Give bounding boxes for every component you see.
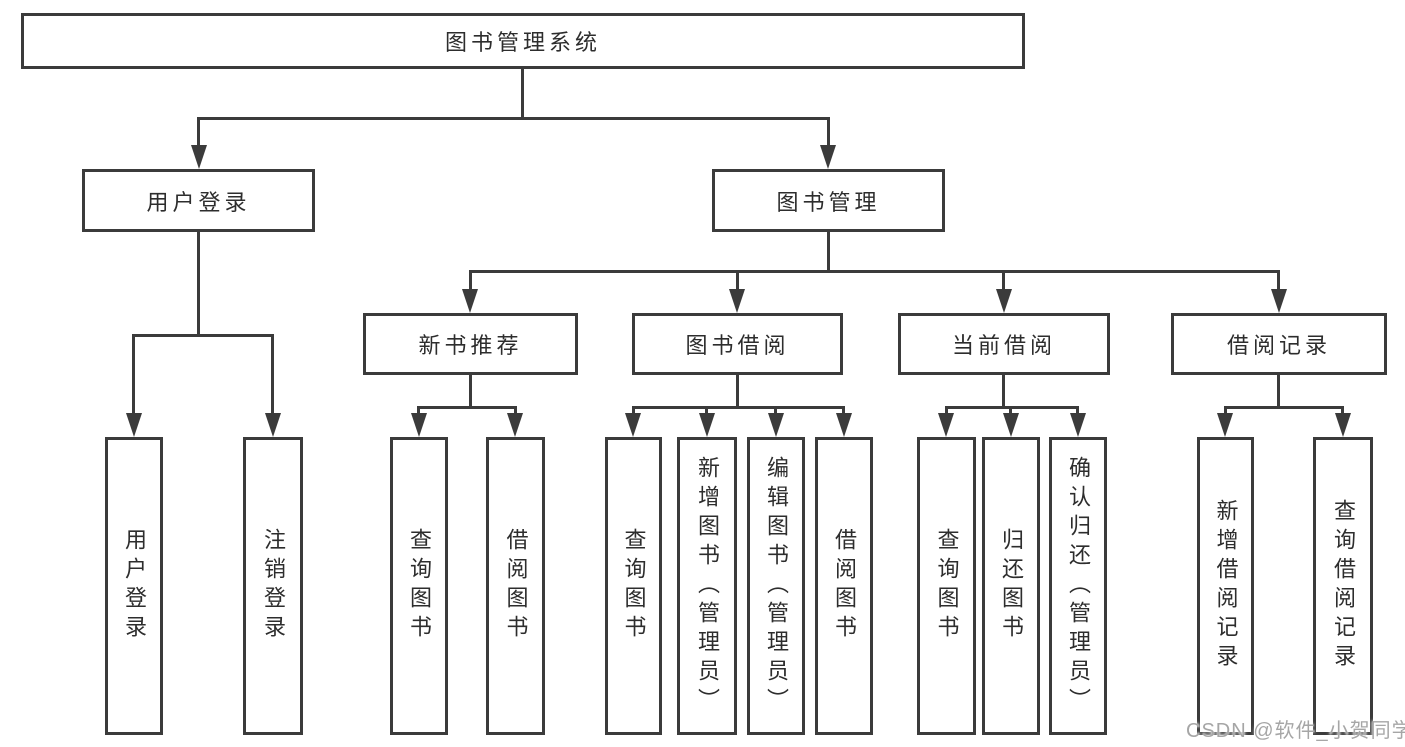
arrow-down-icon <box>507 413 523 437</box>
node-current-borrow-label: 当前借阅 <box>951 333 1056 358</box>
node-leaf-nb-query-label: 查询图书 <box>407 528 432 644</box>
node-leaf-bb-query: 查询图书 <box>605 437 662 735</box>
connector-line <box>774 406 777 418</box>
connector-line <box>1002 270 1005 293</box>
arrow-down-icon <box>1271 289 1287 313</box>
node-leaf-bb-borrow: 借阅图书 <box>815 437 873 735</box>
node-leaf-bb-add-label: 新增图书（管理员） <box>695 455 720 717</box>
connector-line <box>132 334 135 418</box>
arrow-down-icon <box>938 413 954 437</box>
arrow-down-icon <box>462 289 478 313</box>
arrow-down-icon <box>1070 413 1086 437</box>
arrow-down-icon <box>768 413 784 437</box>
node-leaf-cb-confirm-label: 确认归还（管理员） <box>1066 455 1091 717</box>
connector-line <box>521 69 524 120</box>
arrow-down-icon <box>625 413 641 437</box>
node-leaf-logout: 注销登录 <box>243 437 303 735</box>
node-book-borrow-label: 图书借阅 <box>685 333 790 358</box>
node-leaf-cb-confirm: 确认归还（管理员） <box>1049 437 1107 735</box>
node-leaf-cb-return: 归还图书 <box>982 437 1040 735</box>
connector-line <box>469 270 472 293</box>
connector-line <box>197 232 200 337</box>
node-leaf-bb-add: 新增图书（管理员） <box>677 437 737 735</box>
node-leaf-nb-borrow: 借阅图书 <box>486 437 545 735</box>
arrow-down-icon <box>820 145 836 169</box>
connector-line <box>417 406 517 409</box>
node-leaf-bb-edit-label: 编辑图书（管理员） <box>764 455 789 717</box>
connector-line <box>197 117 830 120</box>
connector-line <box>197 117 200 149</box>
node-leaf-bb-borrow-label: 借阅图书 <box>832 528 857 644</box>
node-leaf-bb-edit: 编辑图书（管理员） <box>747 437 805 735</box>
connector-line <box>1341 406 1344 418</box>
connector-line <box>827 117 830 149</box>
csdn-watermark: CSDN @软件_小贺同学 <box>1186 720 1405 742</box>
connector-line <box>417 406 420 418</box>
connector-line <box>514 406 517 418</box>
connector-line <box>132 334 274 337</box>
node-leaf-cb-return-label: 归还图书 <box>999 528 1024 644</box>
connector-line <box>632 406 635 418</box>
connector-line <box>1002 375 1005 409</box>
node-root-label: 图书管理系统 <box>444 30 601 55</box>
node-leaf-br-query: 查询借阅记录 <box>1313 437 1373 735</box>
connector-line <box>1224 406 1227 418</box>
node-leaf-br-add-label: 新增借阅记录 <box>1213 499 1239 673</box>
node-user-login-label: 用户登录 <box>146 189 251 215</box>
node-leaf-br-query-label: 查询借阅记录 <box>1331 499 1356 673</box>
connector-line <box>945 406 948 418</box>
node-leaf-cb-query-label: 查询图书 <box>934 528 960 644</box>
node-leaf-user-login: 用户登录 <box>105 437 163 735</box>
node-current-borrow: 当前借阅 <box>898 313 1110 375</box>
connector-line <box>736 270 739 293</box>
node-leaf-nb-borrow-label: 借阅图书 <box>503 528 529 644</box>
connector-line <box>1277 375 1280 409</box>
node-borrow-records: 借阅记录 <box>1171 313 1387 375</box>
arrow-down-icon <box>1335 413 1351 437</box>
connector-line <box>842 406 845 418</box>
node-leaf-bb-query-label: 查询图书 <box>621 528 647 644</box>
connector-line <box>469 375 472 409</box>
arrow-down-icon <box>411 413 427 437</box>
node-leaf-logout-label: 注销登录 <box>261 528 286 644</box>
node-book-mgmt: 图书管理 <box>712 169 945 232</box>
connector-line <box>945 406 1079 409</box>
node-borrow-records-label: 借阅记录 <box>1226 333 1331 358</box>
arrow-down-icon <box>729 289 745 313</box>
node-book-borrow: 图书借阅 <box>632 313 843 375</box>
arrow-down-icon <box>265 413 281 437</box>
arrow-down-icon <box>836 413 852 437</box>
arrow-down-icon <box>996 289 1012 313</box>
connector-line <box>705 406 708 418</box>
connector-line <box>469 270 1280 273</box>
node-leaf-user-login-label: 用户登录 <box>122 528 147 644</box>
node-book-mgmt-label: 图书管理 <box>776 189 881 215</box>
node-new-book-rec-label: 新书推荐 <box>418 333 523 358</box>
arrow-down-icon <box>1217 413 1233 437</box>
arrow-down-icon <box>191 145 207 169</box>
node-root: 图书管理系统 <box>21 13 1025 69</box>
node-new-book-rec: 新书推荐 <box>363 313 578 375</box>
connector-line <box>736 375 739 409</box>
connector-line <box>1277 270 1280 293</box>
arrow-down-icon <box>699 413 715 437</box>
node-leaf-cb-query: 查询图书 <box>917 437 976 735</box>
arrow-down-icon <box>1003 413 1019 437</box>
arrow-down-icon <box>126 413 142 437</box>
connector-line <box>827 232 830 273</box>
node-user-login: 用户登录 <box>82 169 315 232</box>
connector-line <box>1076 406 1079 418</box>
node-leaf-nb-query: 查询图书 <box>390 437 448 735</box>
connector-line <box>271 334 274 418</box>
connector-line <box>1224 406 1344 409</box>
connector-line <box>632 406 845 409</box>
connector-line <box>1009 406 1012 418</box>
node-leaf-br-add: 新增借阅记录 <box>1197 437 1254 735</box>
